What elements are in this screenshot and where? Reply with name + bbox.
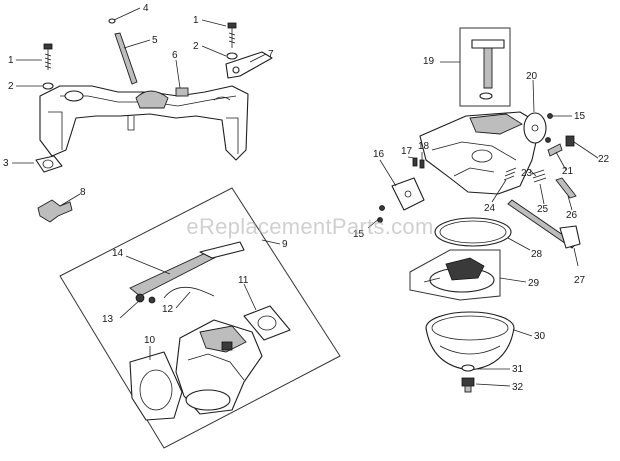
float-bowl-30 [425,311,515,371]
washer-31 [461,364,475,372]
screw-26 [555,177,577,199]
part-19-frame [459,27,511,107]
label-part-31: 31 [512,364,524,375]
bracket-7 [225,51,273,79]
screw-21 [547,143,563,157]
label-part-2b: 2 [193,41,199,52]
label-part-6: 6 [172,50,178,61]
screws-13 [135,293,156,304]
label-part-29: 29 [528,278,540,289]
label-part-19: 19 [423,56,435,67]
label-part-15a: 15 [574,111,586,122]
label-part-1b: 1 [193,15,199,26]
link-12 [163,286,215,299]
label-part-4: 4 [143,3,149,14]
label-part-20: 20 [526,71,538,82]
label-part-10: 10 [144,335,156,346]
label-part-17: 17 [401,146,413,157]
gasket-10 [129,351,183,421]
label-part-32: 32 [512,382,524,393]
label-part-2a: 2 [8,81,14,92]
fitting-6 [175,87,189,97]
washer-2a [42,82,54,90]
washer-2b [226,52,238,60]
label-part-23: 23 [521,168,533,179]
fitting-22 [565,135,575,147]
rod-5 [114,32,138,85]
label-part-16: 16 [373,149,385,160]
screw-1a [43,43,53,70]
label-part-3: 3 [3,158,9,169]
label-part-30: 30 [534,331,546,342]
label-part-18: 18 [418,141,430,152]
intake-manifold [39,85,249,161]
label-part-21: 21 [562,166,574,177]
plate-20 [523,112,547,144]
label-part-7: 7 [268,49,274,60]
label-part-9: 9 [282,239,288,250]
leader-lines [12,7,599,387]
label-part-14: 14 [112,248,124,259]
label-part-15b: 15 [353,229,365,240]
screws-15b [377,205,385,223]
kit-frame-9 [59,187,341,449]
label-part-22: 22 [598,154,610,165]
gasket-11 [243,305,291,341]
shaft-27 [507,199,581,249]
label-part-24: 24 [484,203,496,214]
plate-16 [391,177,425,211]
label-part-25: 25 [537,204,549,215]
screw-1b [227,22,237,48]
pin-4 [108,18,116,24]
label-part-28: 28 [531,249,543,260]
spring-23-25 [531,169,547,183]
gasket-3 [35,155,63,173]
part-labels: 1 2 3 4 5 6 1 2 7 8 9 10 11 12 13 14 19 … [3,3,610,393]
bolt-32 [461,377,475,393]
lever-14 [129,241,245,297]
spring-24 [503,167,517,181]
label-part-5: 5 [152,35,158,46]
label-part-1a: 1 [8,55,14,66]
label-part-27: 27 [574,275,586,286]
label-part-8: 8 [80,187,86,198]
fitting-8 [37,199,73,223]
carburetor-body [419,111,541,195]
label-part-12: 12 [162,304,174,315]
label-part-11: 11 [238,275,249,286]
label-part-13: 13 [102,314,114,325]
gasket-28 [434,217,512,247]
label-part-26: 26 [566,210,578,221]
float-assembly-29 [409,249,501,301]
carburetor-assembly [175,319,263,415]
